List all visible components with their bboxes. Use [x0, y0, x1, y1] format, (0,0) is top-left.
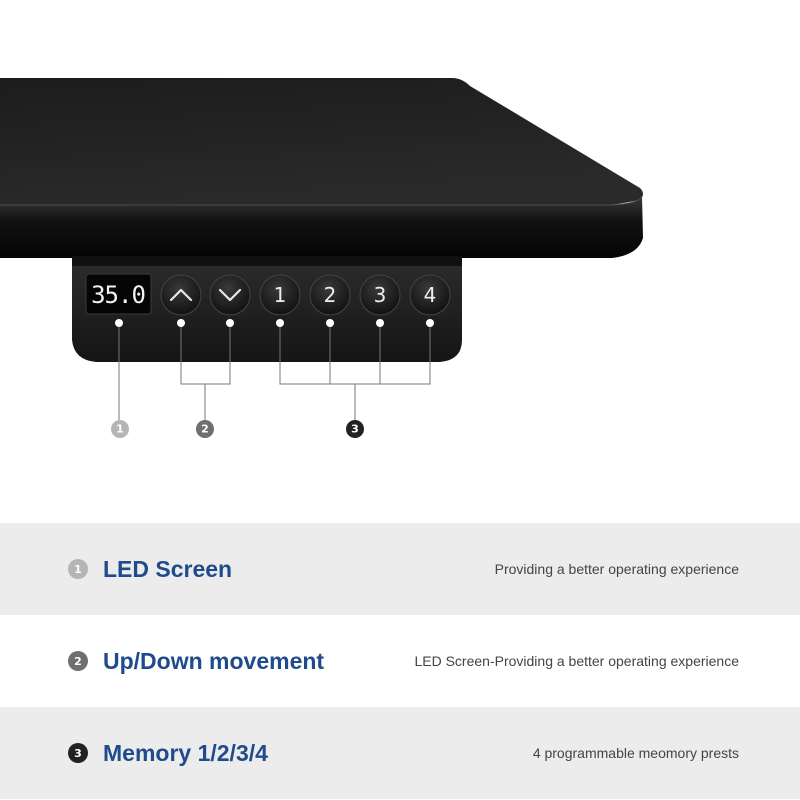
svg-text:3: 3	[374, 283, 387, 307]
down-button[interactable]	[209, 274, 251, 316]
product-illustration: 35.0 1 2 3 4	[0, 78, 643, 438]
chevron-up-icon	[169, 288, 193, 302]
callout-dots	[115, 319, 434, 327]
feature-row-led-screen: 1 LED Screen Providing a better operatin…	[0, 523, 800, 615]
callout-badge-3: 3	[346, 420, 364, 438]
svg-text:1: 1	[116, 423, 124, 436]
feature-description: Providing a better operating experience	[494, 561, 739, 577]
up-button[interactable]	[160, 274, 202, 316]
feature-badge-1: 1	[68, 559, 88, 579]
callout-lines	[118, 323, 431, 420]
memory-2-button[interactable]: 2	[309, 274, 351, 316]
feature-row-memory: 3 Memory 1/2/3/4 4 programmable meomory …	[0, 707, 800, 799]
feature-badge-3: 3	[68, 743, 88, 763]
svg-text:2: 2	[324, 283, 337, 307]
svg-text:2: 2	[201, 423, 209, 436]
feature-row-up-down: 2 Up/Down movement LED Screen-Providing …	[0, 615, 800, 707]
memory-3-button[interactable]: 3	[359, 274, 401, 316]
feature-title: Up/Down movement	[103, 647, 325, 674]
desk-top	[0, 78, 643, 258]
feature-description: 4 programmable meomory prests	[532, 745, 739, 761]
memory-4-button[interactable]: 4	[409, 274, 451, 316]
display-value: 35.0	[91, 281, 145, 309]
feature-title: Memory 1/2/3/4	[103, 739, 268, 766]
memory-1-button[interactable]: 1	[259, 274, 301, 316]
callout-badge-1: 1	[111, 420, 129, 438]
feature-description: LED Screen-Providing a better operating …	[414, 653, 739, 669]
chevron-down-icon	[218, 288, 242, 302]
feature-title: LED Screen	[103, 555, 233, 582]
control-panel: 35.0 1 2 3 4	[72, 256, 462, 362]
callout-badge-2: 2	[196, 420, 214, 438]
svg-text:3: 3	[351, 423, 359, 436]
feature-badge-2: 2	[68, 651, 88, 671]
svg-text:1: 1	[274, 283, 287, 307]
led-display: 35.0	[85, 273, 152, 315]
svg-text:4: 4	[424, 283, 437, 307]
